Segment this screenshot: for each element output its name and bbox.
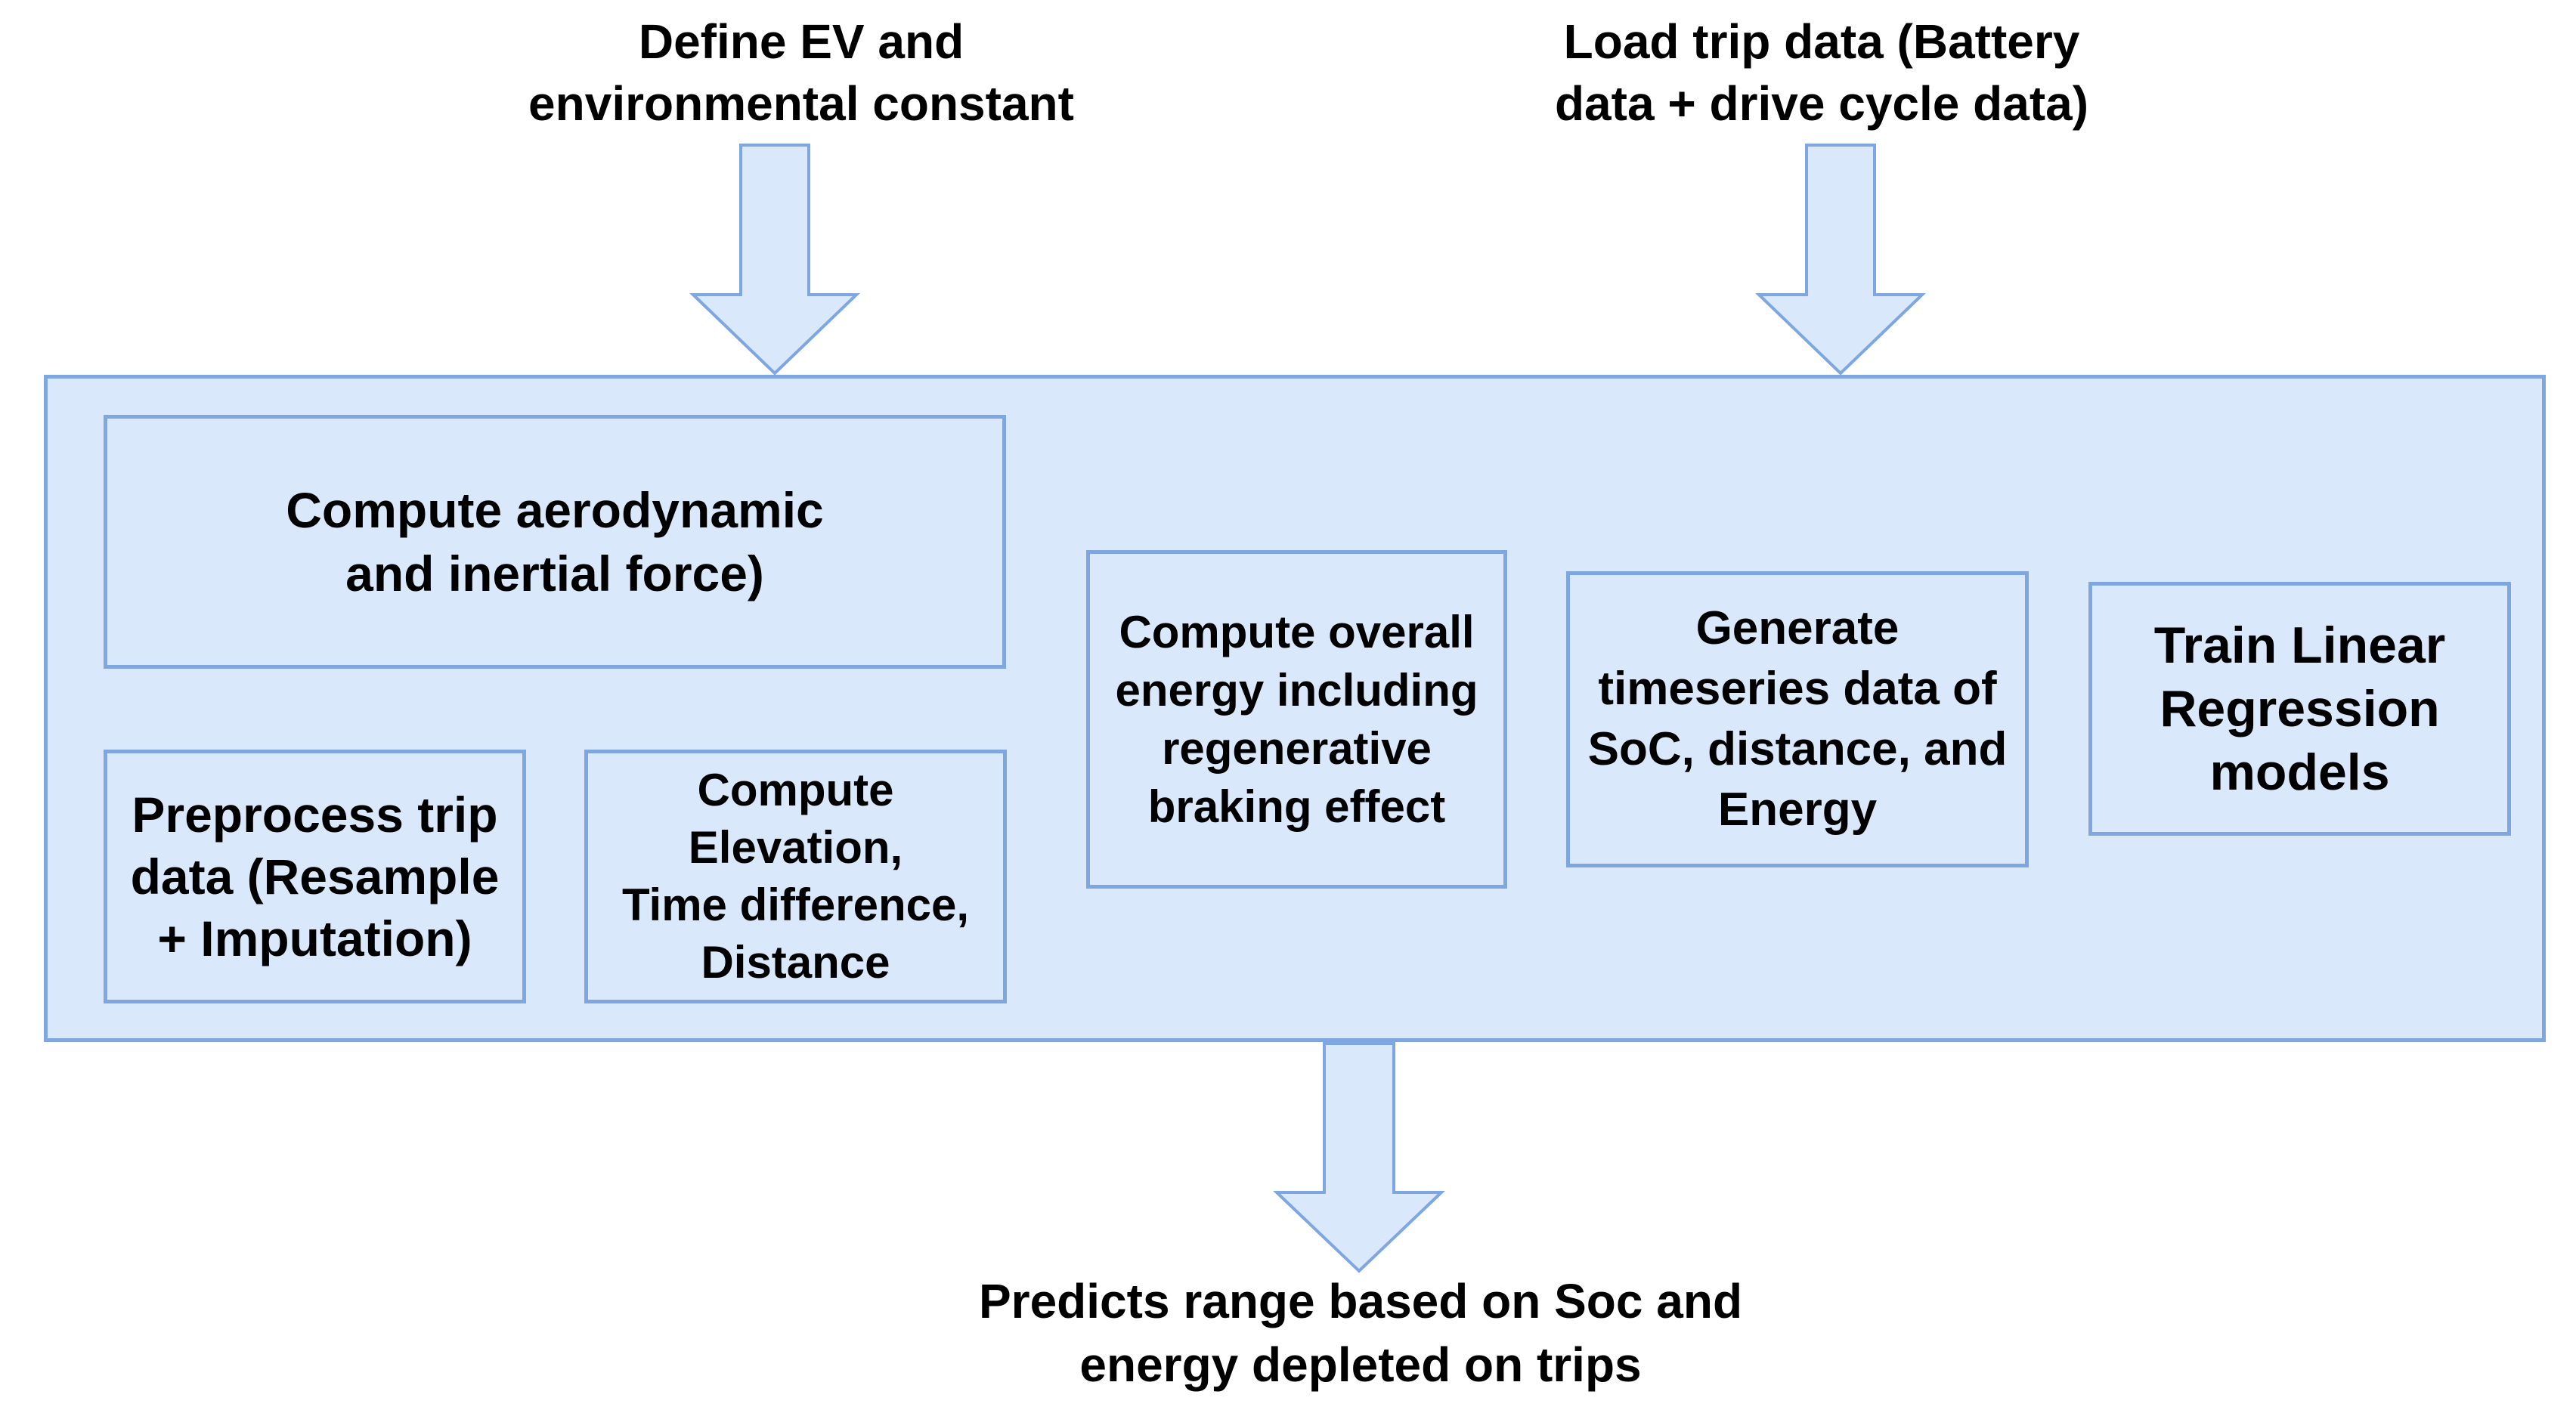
box-overall-energy: Compute overall energy including regener… [1086,550,1507,889]
input-label-ev-constants: Define EV and environmental constant [528,14,1074,131]
arrow-output-down [1273,1042,1445,1273]
arrow-trip-data-down [1755,144,1926,376]
box-compute-elevation: Compute Elevation, Time difference, Dist… [584,750,1007,1003]
input-label-trip-data: Load trip data (Battery data + drive cyc… [1554,14,2089,131]
output-label-prediction: Predicts range based on Soc and energy d… [978,1274,1743,1392]
box-preprocess-trip-data: Preprocess trip data (Resample + Imputat… [104,750,526,1003]
arrow-ev-constants-down [689,144,860,376]
box-aerodynamic-force: Compute aerodynamic and inertial force) [104,415,1006,669]
box-train-linear-regression: Train Linear Regression models [2088,582,2511,836]
box-generate-timeseries: Generate timeseries data of SoC, distanc… [1566,571,2029,867]
